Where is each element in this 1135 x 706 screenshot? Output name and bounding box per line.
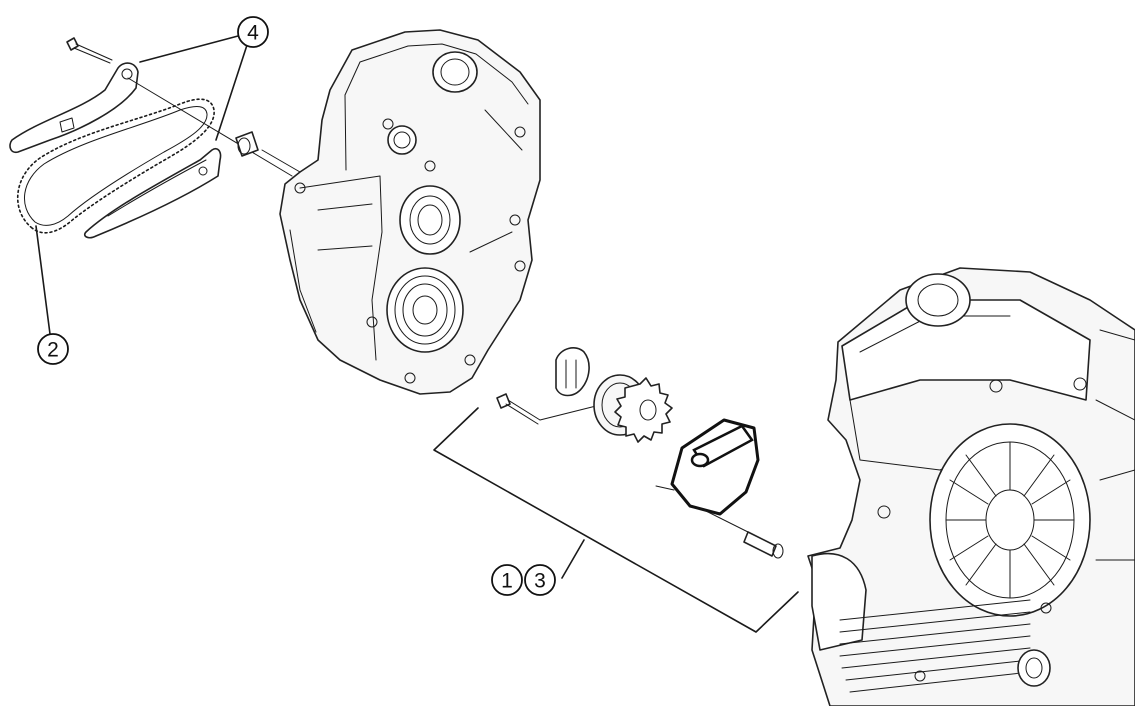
flywheel-housing [929, 423, 1091, 617]
callout-1-label: 1 [501, 570, 513, 593]
chain-tensioner-slipper [83, 147, 222, 239]
leader-2-chain [35, 225, 51, 335]
callout-3: 3 [524, 564, 556, 596]
assembly-axis-mid [261, 149, 301, 173]
leader-4-slipper [215, 41, 249, 141]
spacer-bushing [235, 131, 259, 157]
oil-pickup-housing [655, 418, 760, 516]
middle-bore [399, 185, 461, 255]
chain-guide-rail [9, 62, 139, 154]
lower-bore [386, 267, 464, 353]
small-bore [387, 125, 417, 155]
pump-bolt [496, 393, 601, 425]
callout-4: 4 [237, 16, 269, 48]
callout-4-label: 4 [247, 22, 259, 45]
pump-cover-plate [555, 347, 590, 397]
callout-3-label: 3 [534, 570, 546, 593]
callout-leader-1-3 [561, 539, 585, 579]
callout-2-label: 2 [47, 339, 59, 362]
callout-2: 2 [37, 333, 69, 365]
pickup-bolt [699, 507, 784, 559]
leader-4-guide [139, 35, 239, 63]
upper-bore [432, 51, 478, 93]
assembly-axis-upper [127, 77, 293, 177]
engine-block [807, 267, 1135, 706]
oil-pump-sprocket [593, 374, 673, 443]
timing-chain [17, 98, 215, 234]
sump-ribs [839, 599, 1031, 693]
callout-1: 1 [491, 564, 523, 596]
group-bracket [433, 407, 799, 633]
crankcase-half [279, 29, 541, 395]
guide-bolt [66, 37, 113, 64]
